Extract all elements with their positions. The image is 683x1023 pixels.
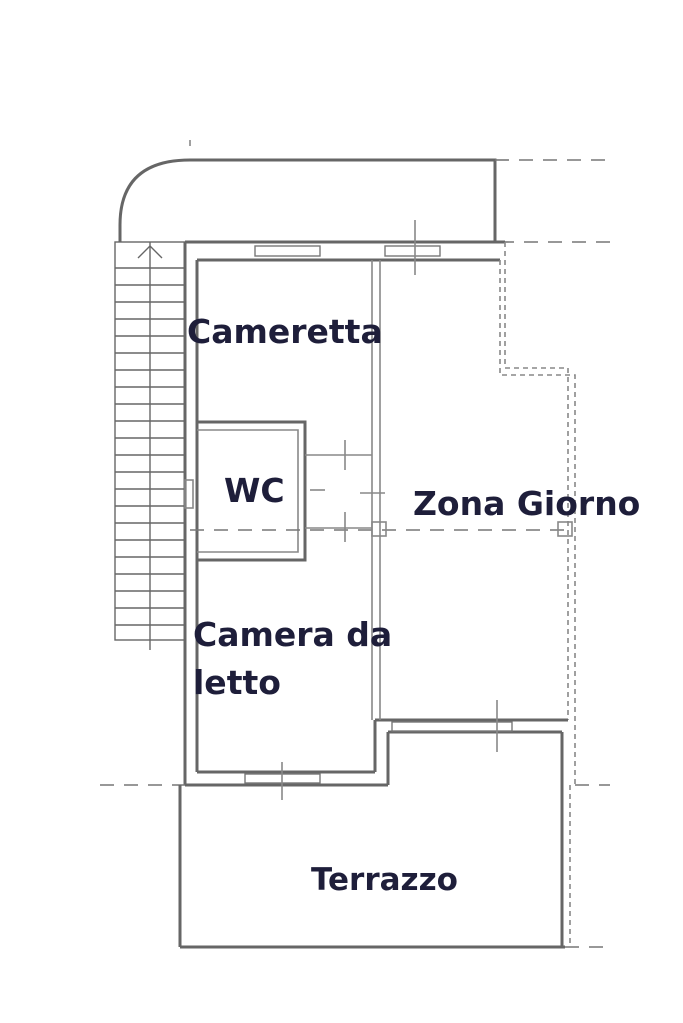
room-label-cameretta: Cameretta: [187, 312, 383, 351]
room-label-zona-giorno: Zona Giorno: [413, 484, 640, 523]
section-lines: [100, 479, 610, 786]
terrace: [178, 732, 610, 949]
roof-outline: [118, 140, 610, 243]
staircase: [114, 241, 186, 650]
openings: [244, 220, 513, 800]
interior-walls: [197, 260, 381, 720]
room-label-camera-da-letto-line1: Camera da: [193, 615, 392, 654]
room-label-wc: WC: [224, 471, 285, 510]
room-label-terrazzo: Terrazzo: [311, 862, 458, 898]
room-label-camera-da-letto-line2: letto: [193, 663, 281, 702]
apartment-walls: [183, 240, 576, 787]
